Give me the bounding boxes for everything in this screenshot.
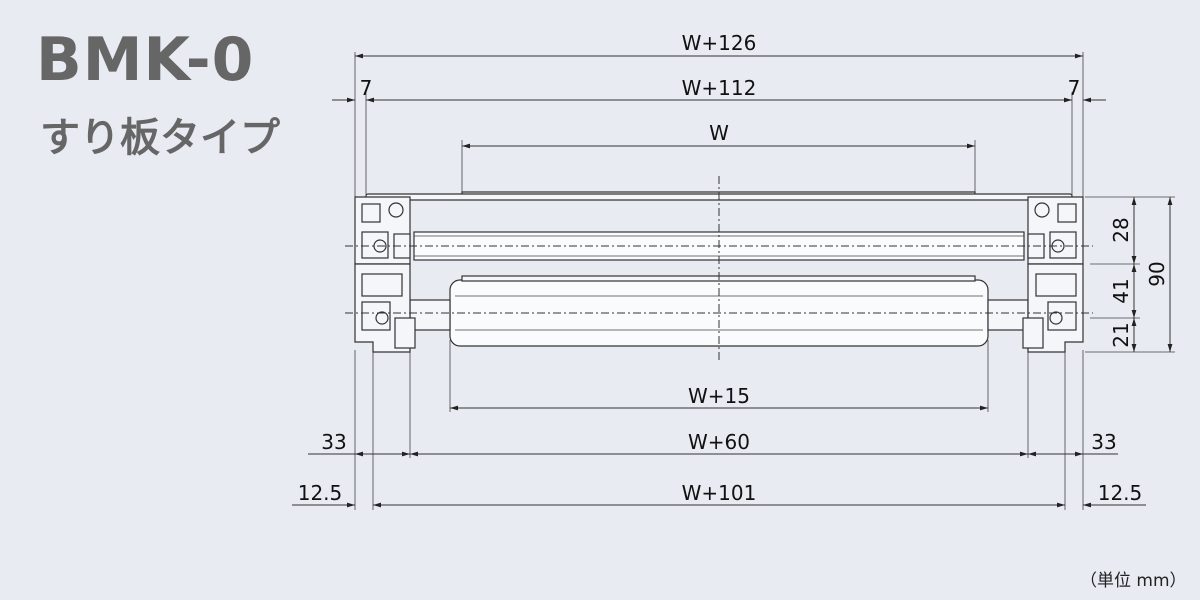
dim-left-7: 7: [360, 76, 373, 100]
unit-note: （単位 mm）: [1080, 571, 1187, 591]
dim-support: W+60: [688, 430, 750, 454]
dim-right-12-5: 12.5: [1098, 481, 1143, 505]
dim-height-90: 90: [1145, 261, 1169, 286]
dim-overall: W+126: [682, 31, 757, 55]
model-title: BMK-0: [36, 25, 255, 95]
dim-belt: W: [709, 121, 729, 145]
dim-roller: W+15: [688, 384, 750, 408]
dim-right-33: 33: [1091, 430, 1116, 454]
dim-base: W+101: [682, 481, 757, 505]
dimension-labels: W+126 W+112 7 7 W W+15 W+60 33 33 W+101 …: [298, 31, 1169, 505]
conveyor-body: [345, 176, 1093, 362]
dim-height-41: 41: [1109, 278, 1133, 303]
dim-inner-frame: W+112: [682, 76, 757, 100]
dimension-lines: [292, 53, 1173, 508]
dim-height-21: 21: [1109, 322, 1133, 347]
left-frame: [354, 196, 416, 353]
dim-left-12-5: 12.5: [298, 481, 343, 505]
dim-height-28: 28: [1109, 217, 1133, 242]
type-subtitle: すり板タイプ: [40, 115, 280, 161]
dim-right-7: 7: [1068, 76, 1081, 100]
dim-left-33: 33: [321, 430, 346, 454]
right-frame: [1022, 196, 1084, 353]
